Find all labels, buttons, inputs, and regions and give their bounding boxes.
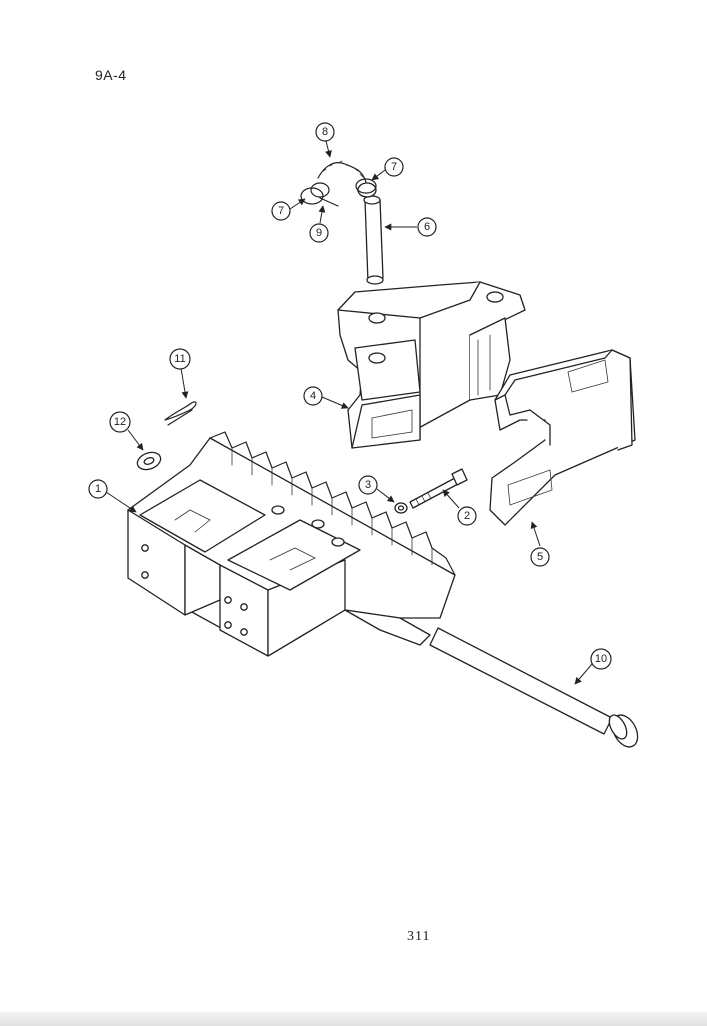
page-number: 311 (407, 929, 431, 944)
part-pin-6 (357, 182, 384, 285)
svg-text:12: 12 (114, 416, 126, 428)
callout-3: 3 (358, 475, 378, 495)
callout-6: 6 (417, 217, 437, 237)
callout-7-right: 7 (384, 157, 404, 177)
part-pin-rod (429, 627, 639, 748)
callout-2: 2 (457, 506, 477, 526)
svg-text:1: 1 (95, 483, 101, 495)
part-washer-3 (394, 502, 408, 514)
part-weight (489, 349, 636, 526)
svg-text:10: 10 (595, 653, 607, 665)
part-weight-carrier (127, 431, 456, 657)
part-hitch-bracket (337, 281, 526, 449)
svg-text:5: 5 (537, 551, 543, 563)
callout-4: 4 (303, 386, 323, 406)
part-bolt-2 (409, 468, 468, 509)
scan-edge (0, 1012, 707, 1026)
leader-lines (105, 140, 593, 685)
callout-10: 10 (590, 648, 612, 670)
part-ring-and-pin (300, 178, 377, 207)
svg-text:7: 7 (278, 205, 284, 217)
callout-9: 9 (309, 223, 329, 243)
callout-1: 1 (88, 479, 108, 499)
part-clip-pin-11 (164, 401, 197, 426)
svg-text:4: 4 (310, 390, 316, 402)
svg-text:2: 2 (464, 510, 470, 522)
svg-text:7: 7 (391, 161, 397, 173)
callout-11: 11 (169, 348, 191, 370)
svg-text:11: 11 (174, 353, 185, 365)
svg-text:8: 8 (322, 126, 328, 138)
part-washer-12 (136, 451, 162, 471)
callout-8: 8 (315, 122, 335, 142)
page-id: 9A-4 (95, 67, 127, 83)
callout-5: 5 (530, 547, 550, 567)
part-chain-8 (317, 160, 367, 183)
svg-text:3: 3 (365, 479, 371, 491)
svg-text:9: 9 (316, 227, 322, 239)
callout-12: 12 (109, 411, 131, 433)
svg-text:6: 6 (424, 221, 430, 233)
callout-7-left: 7 (271, 201, 291, 221)
